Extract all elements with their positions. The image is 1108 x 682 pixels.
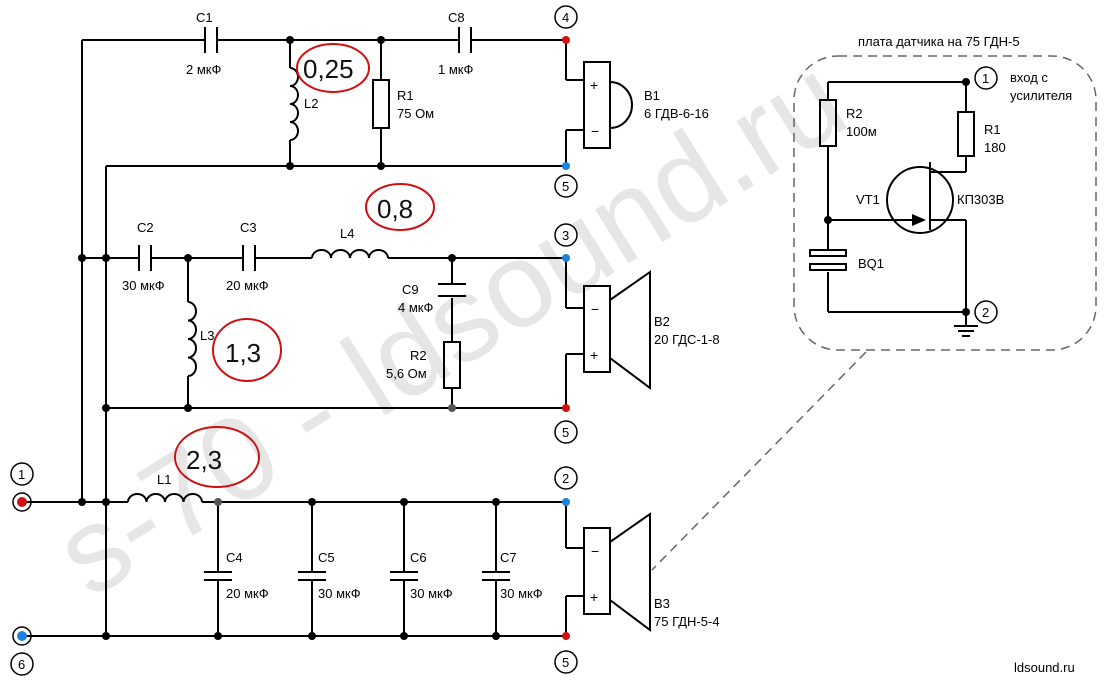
r2-ref: R2: [410, 348, 427, 363]
sensor-r1-value: 180: [984, 140, 1006, 155]
inductor-l3: L3: [187, 301, 214, 377]
capacitor-c4: C4 20 мкФ: [204, 550, 269, 601]
c4-value: 20 мкФ: [226, 586, 269, 601]
b2-ref: B2: [654, 314, 670, 329]
c4-ref: C4: [226, 550, 243, 565]
capacitor-c1: C1 2 мкФ: [186, 10, 226, 77]
site-credit[interactable]: ldsound.ru: [1014, 660, 1075, 675]
c7-ref: C7: [500, 550, 517, 565]
inductor-l1: L1: [127, 472, 203, 503]
c8-ref: C8: [448, 10, 465, 25]
b1-plus: +: [590, 77, 598, 93]
capacitor-c6: C6 30 мкФ: [390, 550, 453, 601]
l4-ref: L4: [340, 226, 354, 241]
l1-ref: L1: [157, 472, 171, 487]
c8-value: 1 мкФ: [438, 62, 473, 77]
r2-value: 5,6 Ом: [386, 366, 427, 381]
inductor-l4: L4: [311, 226, 389, 259]
capacitor-c7: C7 30 мкФ: [482, 550, 543, 601]
capacitor-c3: C3 20 мкФ: [226, 220, 269, 293]
c1-value: 2 мкФ: [186, 62, 221, 77]
l2-ref: L2: [304, 96, 318, 111]
note-l1: 2,3: [186, 445, 222, 475]
terminal-6: 6: [18, 657, 25, 672]
terminal-labels: 4 5 3 5 2 5 1 6: [10, 5, 578, 676]
vt1-ref: VT1: [856, 192, 880, 207]
capacitor-c2: C2 30 мкФ: [122, 220, 165, 293]
sensor-r2-value: 100м: [846, 124, 877, 139]
capacitor-c5: C5 30 мкФ: [298, 550, 361, 601]
speaker-b2: − + B2 20 ГДС-1-8: [583, 270, 720, 390]
capacitor-c9: C9 4 мкФ: [398, 282, 466, 315]
resistor-r1: R1 75 Ом: [372, 79, 434, 129]
c6-value: 30 мкФ: [410, 586, 453, 601]
r1-value: 75 Ом: [397, 106, 434, 121]
junction-dots: [78, 36, 570, 640]
b1-model: 6 ГДВ-6-16: [644, 106, 709, 121]
speaker-b1: + − B1 6 ГДВ-6-16: [583, 61, 709, 149]
c2-value: 30 мкФ: [122, 278, 165, 293]
note-l2: 0,25: [303, 54, 354, 84]
note-l3: 1,3: [225, 338, 261, 368]
c5-ref: C5: [318, 550, 335, 565]
terminal-2: 2: [562, 471, 569, 486]
c6-ref: C6: [410, 550, 427, 565]
sensor-board-title: плата датчика на 75 ГДН-5: [858, 34, 1020, 49]
b2-model: 20 ГДС-1-8: [654, 332, 720, 347]
terminal-3: 3: [562, 228, 569, 243]
watermark: s-70 - ldsound.ru: [33, 31, 868, 622]
c9-ref: C9: [402, 282, 419, 297]
b3-minus: −: [591, 543, 599, 559]
sensor-terminal-1: 1: [982, 71, 989, 86]
sensor-r1-ref: R1: [984, 122, 1001, 137]
b2-plus: +: [590, 347, 598, 363]
c5-value: 30 мкФ: [318, 586, 361, 601]
handwritten-annotations: 0,25 0,8 1,3 2,3: [174, 43, 435, 488]
terminal-5-mid: 5: [562, 425, 569, 440]
b1-ref: B1: [644, 88, 660, 103]
terminal-1: 1: [18, 467, 25, 482]
b3-model: 75 ГДН-5-4: [654, 614, 720, 629]
c7-value: 30 мкФ: [500, 586, 543, 601]
input-label-line1: вход с: [1010, 70, 1048, 85]
b3-ref: B3: [654, 596, 670, 611]
c3-value: 20 мкФ: [226, 278, 269, 293]
sensor-board: плата датчика на 75 ГДН-5 R2 100м R1 180…: [651, 34, 1097, 571]
sensor-r2-ref: R2: [846, 106, 863, 121]
note-l4: 0,8: [377, 194, 413, 224]
resistor-r2: R2 5,6 Ом: [386, 341, 461, 389]
b2-minus: −: [591, 301, 599, 317]
sensor-terminal-2: 2: [982, 305, 989, 320]
wires: [22, 39, 584, 637]
terminal-4: 4: [562, 10, 569, 25]
vt1-model: КП303В: [957, 192, 1004, 207]
speaker-b3: − + B3 75 ГДН-5-4: [583, 512, 720, 632]
capacitor-c8: C8 1 мкФ: [438, 10, 478, 77]
c3-ref: C3: [240, 220, 257, 235]
terminal-5-bottom: 5: [562, 655, 569, 670]
terminal-5-top: 5: [562, 179, 569, 194]
l3-ref: L3: [200, 328, 214, 343]
c1-ref: C1: [196, 10, 213, 25]
r1-ref: R1: [397, 88, 414, 103]
c9-value: 4 мкФ: [398, 300, 433, 315]
c2-ref: C2: [137, 220, 154, 235]
bq1-ref: BQ1: [858, 256, 884, 271]
b1-minus: −: [591, 123, 599, 139]
inductor-l2: L2: [289, 67, 318, 141]
b3-plus: +: [590, 589, 598, 605]
input-label-line2: усилителя: [1010, 88, 1072, 103]
